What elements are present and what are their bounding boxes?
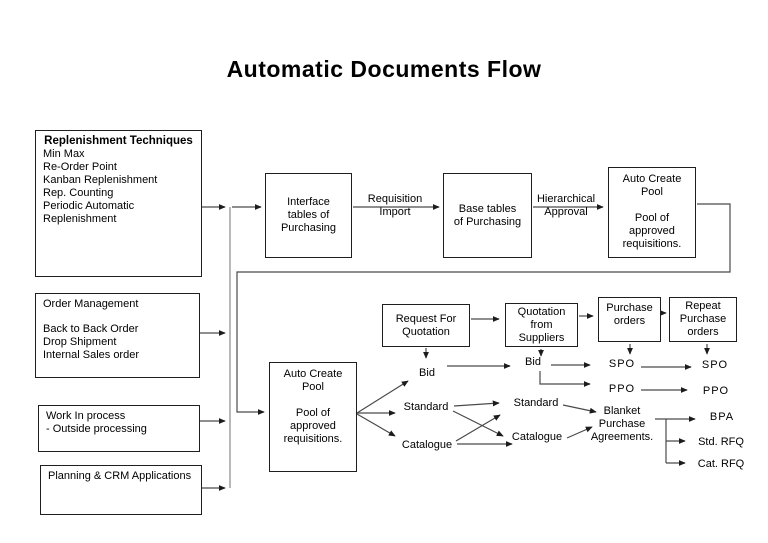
requisition-import-label: Requisition Import	[367, 193, 423, 218]
replenishment-techniques-box: Replenishment Techniques Min Max Re-Orde…	[35, 130, 202, 277]
replenishment-item: Re-Order Point	[43, 161, 117, 173]
ppo-2-label: PPO	[702, 385, 730, 397]
hierarchical-approval-label: Hierarchical Approval	[536, 193, 596, 218]
request-for-quotation-box: Request For Quotation	[382, 304, 470, 347]
work-in-process-box: Work In process - Outside processing	[38, 405, 200, 452]
catalogue-2-label: Catalogue	[511, 431, 563, 443]
ppo-1-label: PPO	[608, 383, 636, 395]
replenishment-item: Periodic Automatic Replenishment	[43, 200, 135, 225]
order-management-item: Back to Back Order	[43, 323, 139, 335]
catalogue-1-label: Catalogue	[401, 439, 453, 451]
edge-catalogue1-to-standard2	[455, 414, 501, 442]
bid-1-label: Bid	[419, 367, 435, 379]
edge-standard1-to-catalogue2	[452, 410, 504, 437]
edge-pool-to-catalogue1	[356, 413, 396, 437]
order-management-item: Internal Sales order	[43, 349, 139, 361]
edge-bid2-to-ppo1	[539, 371, 591, 387]
blanket-purchase-agreements-label: Blanket Purchase Agreements.	[590, 405, 654, 443]
spo-1-label: SPO	[608, 358, 636, 370]
quotation-from-suppliers-box: Quotation from Suppliers	[505, 303, 578, 347]
planning-crm-applications-box: Planning & CRM Applications	[40, 465, 202, 515]
replenishment-item: Kanban Replenishment	[43, 174, 158, 186]
auto-create-pool-bottom-box: Auto Create Pool Pool of approved requis…	[269, 362, 357, 472]
order-management-heading: Order Management	[43, 298, 139, 310]
replenishment-item: Min Max	[43, 148, 85, 160]
page-title: Automatic Documents Flow	[226, 56, 542, 82]
cat-rfq-label: Cat. RFQ	[697, 458, 745, 470]
auto-create-pool-top-box: Auto Create Pool Pool of approved requis…	[608, 167, 696, 258]
replenishment-heading: Replenishment Techniques	[44, 135, 193, 147]
std-rfq-label: Std. RFQ	[698, 436, 744, 448]
order-management-item: Drop Shipment	[43, 336, 117, 348]
interface-tables-box: Interface tables of Purchasing	[265, 173, 352, 258]
spo-2-label: SPO	[701, 359, 729, 371]
standard-1-label: Standard	[403, 401, 449, 413]
standard-2-label: Standard	[513, 397, 559, 409]
purchase-orders-box: Purchase orders	[598, 297, 661, 342]
bid-2-label: Bid	[525, 356, 541, 368]
bpa-label: BPA	[709, 411, 735, 423]
repeat-purchase-orders-box: Repeat Purchase orders	[669, 297, 737, 342]
replenishment-item: Rep. Counting	[43, 187, 114, 199]
base-tables-box: Base tables of Purchasing	[443, 173, 532, 258]
edge-standard1-to-standard2	[453, 400, 500, 407]
order-management-box: Order Management Back to Back Order Drop…	[35, 293, 200, 378]
